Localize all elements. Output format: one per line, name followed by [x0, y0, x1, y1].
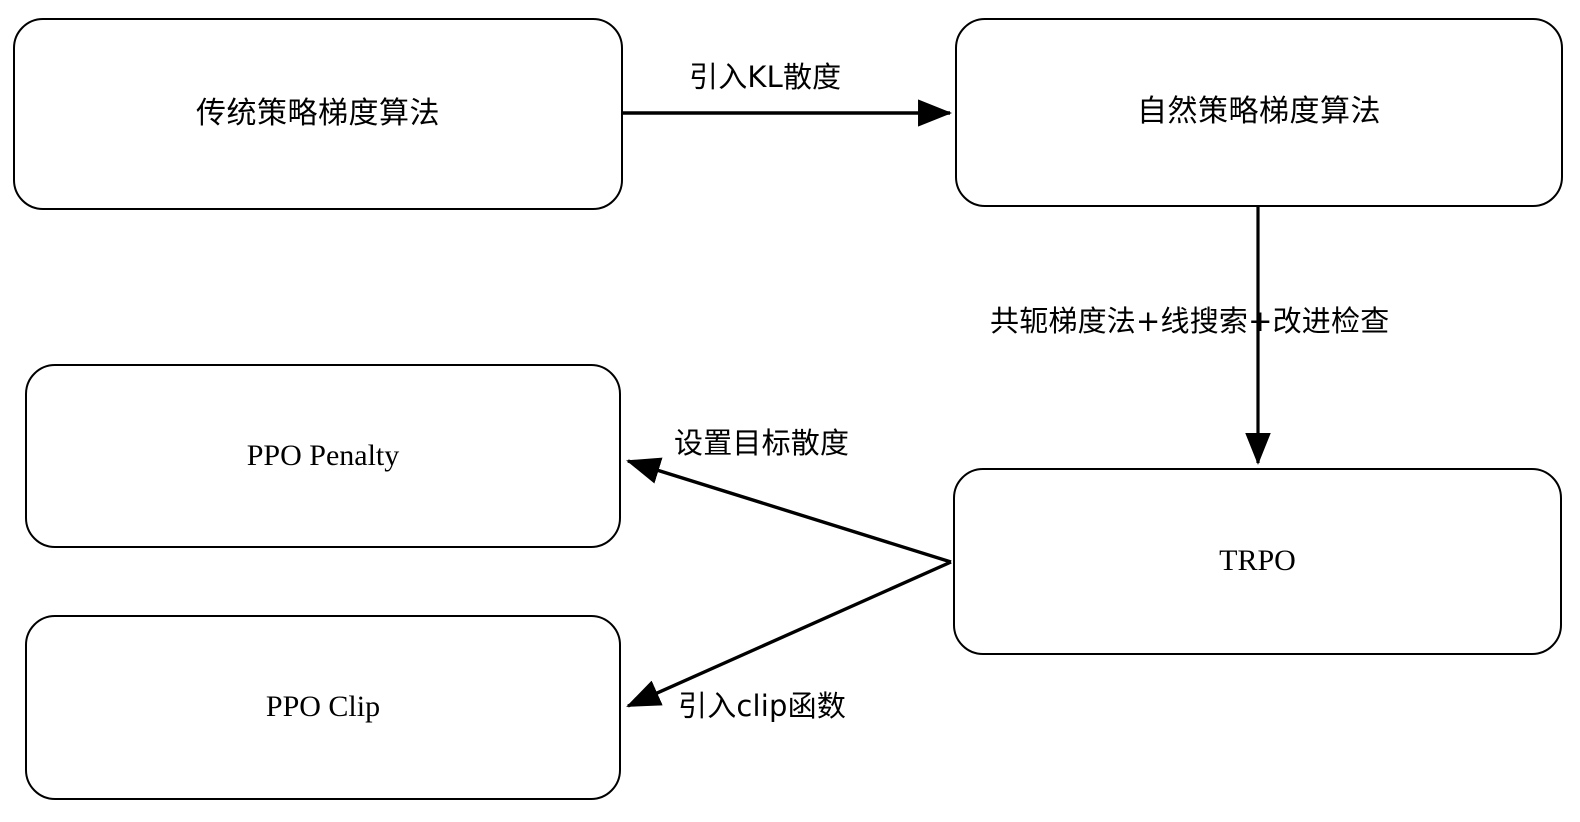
node-trpo[interactable]: TRPO [953, 468, 1562, 655]
node-label: TRPO [1219, 544, 1296, 578]
edge-label-introduce-clip-function: 引入clip函数 [678, 689, 847, 723]
node-label: PPO Penalty [246, 438, 400, 472]
node-natural-policy-gradient[interactable]: 自然策略梯度算法 [955, 18, 1563, 207]
node-label: 自然策略梯度算法 [1137, 94, 1381, 130]
node-label: PPO Clip [265, 690, 381, 724]
edge-label-introduce-kl-divergence: 引入KL散度 [689, 60, 842, 94]
edge-target-kl-line [626, 457, 952, 564]
edge-clip-line [626, 560, 952, 708]
node-traditional-policy-gradient[interactable]: 传统策略梯度算法 [13, 18, 623, 210]
node-ppo-penalty[interactable]: PPO Penalty [25, 364, 621, 548]
edge-label-conjugate-gradient-line-search: 共轭梯度法+线搜索+改进检查 [990, 304, 1390, 338]
node-ppo-clip[interactable]: PPO Clip [25, 615, 621, 800]
edge-label-set-target-divergence: 设置目标散度 [674, 426, 850, 460]
node-label: 传统策略梯度算法 [196, 95, 440, 131]
